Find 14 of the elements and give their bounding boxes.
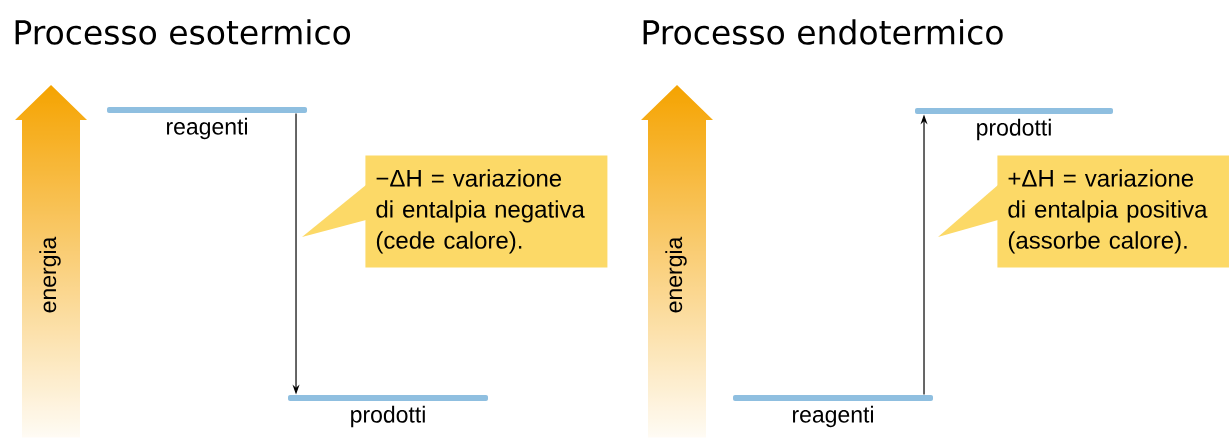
node-label: prodotti: [977, 118, 1051, 141]
axis-label: energia: [39, 236, 61, 313]
energy-level: reagenti: [107, 107, 307, 140]
node-label: prodotti: [351, 405, 425, 428]
callout: +ΔH = variazione di entalpia positiva (assorbe calore).: [938, 155, 1229, 268]
axis-label: energia: [665, 236, 687, 313]
node-label: reagenti: [792, 405, 873, 428]
energy-level: reagenti: [733, 395, 933, 428]
node-label: reagenti: [167, 117, 247, 140]
energy-level: prodotti: [288, 395, 488, 428]
callout: −ΔH = variazione di entalpia negativa (cede calore).: [302, 155, 608, 268]
title: Processo endotermico: [643, 19, 1003, 45]
title: Processo esotermico: [15, 19, 351, 45]
energy-level: prodotti: [915, 108, 1113, 141]
